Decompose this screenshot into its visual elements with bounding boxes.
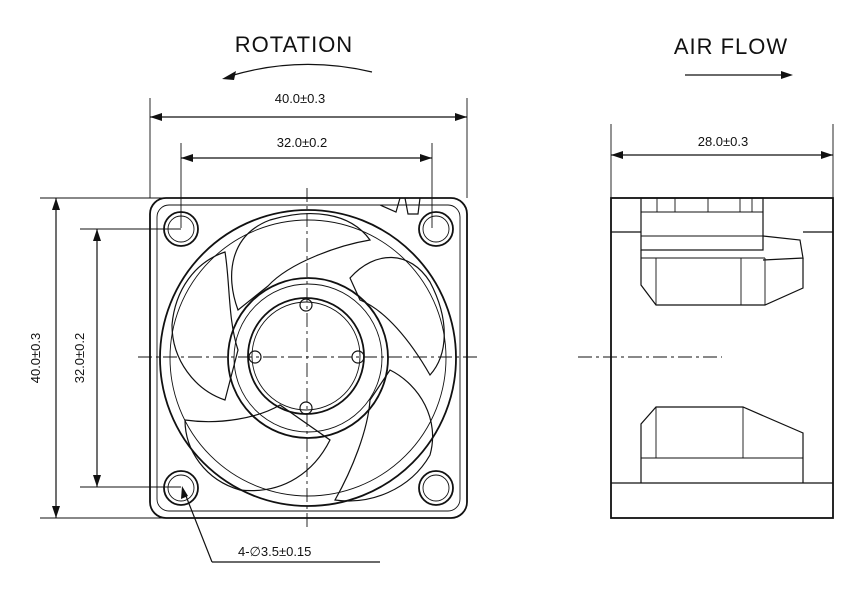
airflow-arrow-icon (685, 71, 793, 79)
airflow-label: AIR FLOW (674, 34, 788, 59)
mounting-hole-bottom-left (163, 470, 199, 506)
depth-value: 28.0±0.3 (698, 134, 749, 149)
rotation-label: ROTATION (235, 32, 353, 57)
mounting-holes-value: 4-∅3.5±0.15 (238, 544, 311, 559)
venturi-ring (159, 209, 457, 507)
hole-spacing-height-value: 32.0±0.2 (72, 333, 87, 384)
side-view: 28.0±0.3 (578, 124, 834, 519)
lower-strut (640, 406, 804, 483)
mounting-hole-top-left (163, 211, 199, 247)
hub-outer (227, 277, 389, 439)
overall-width-dimension (150, 113, 467, 121)
overall-width-value: 40.0±0.3 (275, 91, 326, 106)
rotation-arrow-icon (222, 63, 373, 80)
hub-inner (247, 297, 365, 415)
hub-hole-bottom (299, 401, 313, 415)
fan-frame (149, 197, 468, 519)
hole-spacing-width-value: 32.0±0.2 (277, 135, 328, 150)
hole-spacing-width-dimension (181, 154, 432, 162)
mounting-hole-top-right (418, 211, 454, 247)
front-view: 40.0±0.3 32.0±0.2 40.0±0.3 32.0±0.2 (28, 91, 478, 563)
side-housing (610, 197, 834, 519)
impeller-blades (171, 213, 445, 502)
depth-dimension (611, 151, 833, 159)
hole-spacing-height-dimension (93, 229, 101, 487)
overall-height-value: 40.0±0.3 (28, 333, 43, 384)
mounting-hole-leader (181, 486, 380, 563)
overall-height-dimension (52, 198, 60, 518)
mounting-hole-bottom-right (418, 470, 454, 506)
hub-hole-top (299, 298, 313, 312)
upper-strut (640, 250, 804, 306)
